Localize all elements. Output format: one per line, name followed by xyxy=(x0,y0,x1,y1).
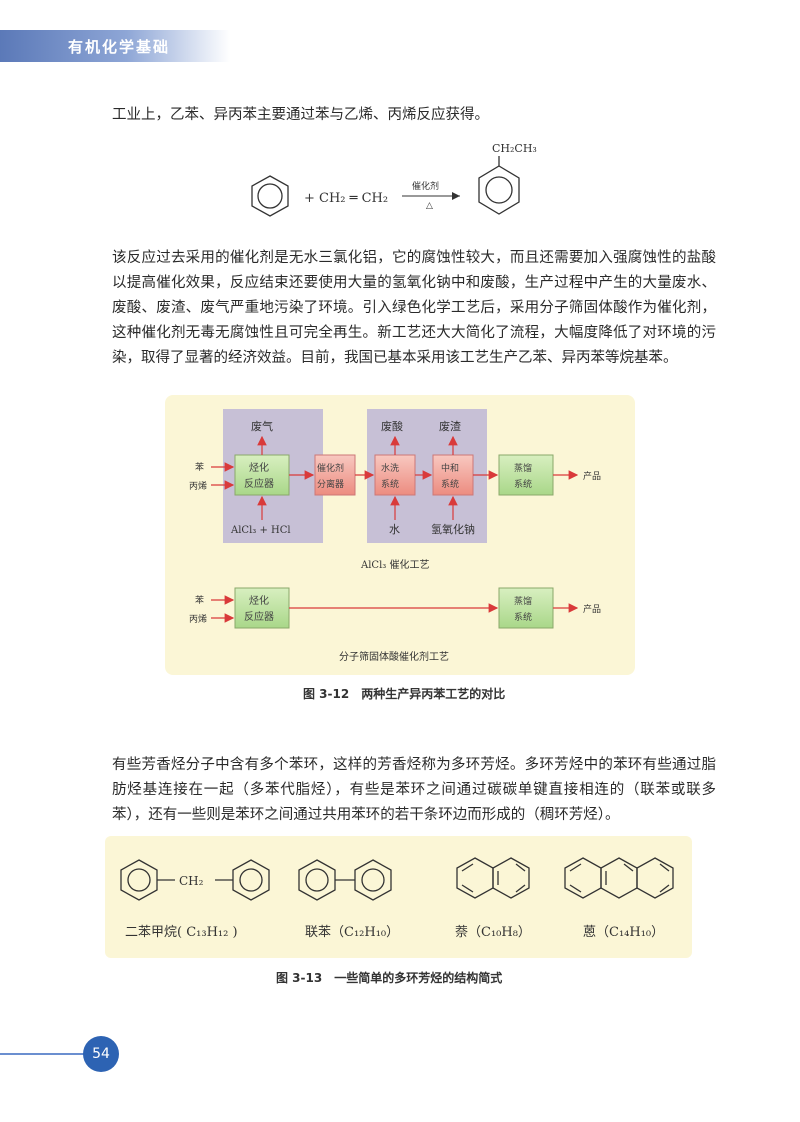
naoh-label: 氢氧化钠 xyxy=(431,522,475,536)
svg-text:蒸馏: 蒸馏 xyxy=(514,462,532,474)
benzene-reactant xyxy=(251,175,289,217)
alkylation-reactor-1 xyxy=(234,454,290,496)
page-number: 54 xyxy=(83,1036,119,1072)
svg-text:烃化: 烃化 xyxy=(249,461,269,474)
svg-text:蒸馏: 蒸馏 xyxy=(514,595,532,607)
reaction-equation: + CH₂ ═ CH₂ 催化剂 △ CH₂CH₃ xyxy=(251,142,537,217)
benzene-input-2: 苯 xyxy=(195,594,204,606)
anthracene-structure xyxy=(564,857,674,899)
diphenylmethane-label: 二苯甲烷( C₁₃H₁₂ ) xyxy=(125,925,238,940)
process-comparison-diagram: 烃化 反应器 催化剂 分离器 水洗 系统 中和 系统 蒸馏 系统 废气 废酸 废… xyxy=(189,409,601,663)
neutralize-system xyxy=(432,454,474,496)
waste-gas-label: 废气 xyxy=(251,419,273,433)
chapter-title: 有机化学基础 xyxy=(68,38,171,56)
reagent-text: + CH₂ ═ CH₂ xyxy=(304,191,388,206)
propylene-input-2: 丙烯 xyxy=(189,613,207,625)
svg-text:系统: 系统 xyxy=(441,478,459,490)
waste-residue-label: 废渣 xyxy=(439,419,461,433)
intro-text: 工业上，乙苯、异丙苯主要通过苯与乙烯、丙烯反应获得。 xyxy=(112,107,489,123)
anthracene-label: 蒽（C₁₄H₁₀） xyxy=(583,925,664,940)
figure-3-12-caption: 图 3-12 两种生产异丙苯工艺的对比 xyxy=(303,687,506,701)
condition-label: △ xyxy=(426,201,433,211)
figure-3-13-caption: 图 3-13 一些简单的多环芳烃的结构简式 xyxy=(276,971,503,985)
svg-text:烃化: 烃化 xyxy=(249,594,269,607)
catalyst-label: 催化剂 xyxy=(412,180,439,192)
figure-3-13 xyxy=(105,836,692,958)
ch2-label: CH₂ xyxy=(179,874,204,888)
wash-system xyxy=(374,454,416,496)
ethyl-group: CH₂CH₃ xyxy=(492,142,537,155)
svg-text:系统: 系统 xyxy=(381,478,399,490)
waste-acid-label: 废酸 xyxy=(381,419,403,433)
alcl3-hcl-label: AlCl₃ + HCl xyxy=(230,525,291,536)
biphenyl-label: 联苯（C₁₂H₁₀） xyxy=(305,925,399,940)
product-output-1: 产品 xyxy=(583,470,601,482)
propylene-input-1: 丙烯 xyxy=(189,480,207,492)
process2-label: 分子筛固体酸催化剂工艺 xyxy=(339,650,449,663)
ethylbenzene-product xyxy=(478,156,520,215)
svg-text:催化剂: 催化剂 xyxy=(317,462,344,474)
distill-system-1 xyxy=(498,454,554,496)
header-band xyxy=(0,30,230,62)
process1-label: AlCl₃ 催化工艺 xyxy=(360,558,429,571)
product-output-2: 产品 xyxy=(583,603,601,615)
diphenylmethane-structure xyxy=(120,859,270,901)
svg-text:反应器: 反应器 xyxy=(244,610,274,623)
svg-text:水洗: 水洗 xyxy=(381,462,399,474)
paragraph-1: 该反应过去采用的催化剂是无水三氯化铝，它的腐蚀性较大，而且还需要加入强腐蚀性的盐… xyxy=(112,250,716,366)
svg-text:中和: 中和 xyxy=(441,462,459,474)
naphthalene-label: 萘（C₁₀H₈） xyxy=(455,925,531,940)
svg-text:分离器: 分离器 xyxy=(317,478,344,490)
naphthalene-structure xyxy=(456,857,530,899)
paragraph-2: 有些芳香烃分子中含有多个苯环，这样的芳香烃称为多环芳烃。多环芳烃中的苯环有些通过… xyxy=(112,757,716,823)
polycyclic-structures: CH₂ 二苯甲烷( C₁₃H₁₂ ) 联苯（C₁₂H₁₀） 萘（C₁₀H₈） 蒽… xyxy=(120,857,674,940)
svg-text:系统: 系统 xyxy=(514,611,532,623)
svg-text:反应器: 反应器 xyxy=(244,477,274,490)
water-label: 水 xyxy=(389,523,400,536)
footer-line xyxy=(0,1053,85,1055)
benzene-input-1: 苯 xyxy=(195,461,204,473)
svg-text:系统: 系统 xyxy=(514,478,532,490)
biphenyl-structure xyxy=(298,859,392,901)
alkylation-reactor-2 xyxy=(234,587,290,629)
